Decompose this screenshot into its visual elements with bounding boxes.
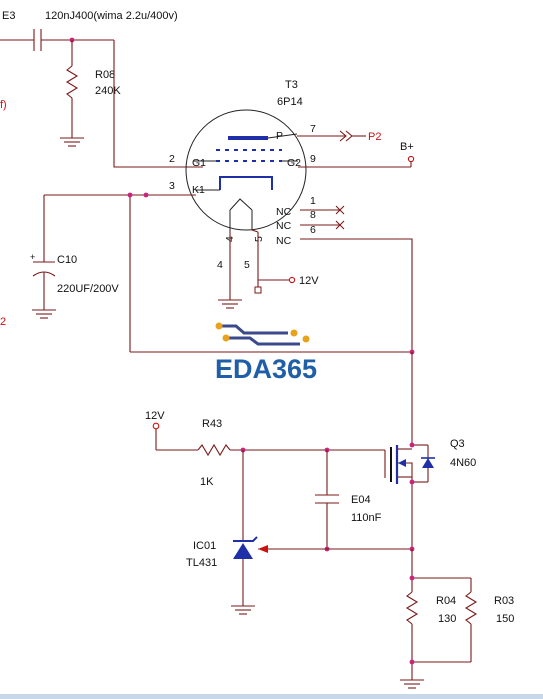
t3-value: 6P14 [277, 96, 303, 108]
junction-dot [409, 479, 415, 485]
r03-ref: R03 [494, 595, 514, 607]
pin-g2-label: G2 [287, 157, 301, 169]
svg-text:+: + [30, 252, 35, 262]
pin-g2-number: 9 [310, 153, 316, 165]
pin-nc6-label: NC [276, 235, 292, 247]
r04-value: 130 [438, 613, 456, 625]
pin-nc8-number: 8 [310, 209, 316, 221]
junction-dot [409, 575, 415, 581]
ic01-value: TL431 [186, 557, 217, 569]
e04-ref: E04 [351, 494, 371, 506]
c10-value: 220UF/200V [57, 283, 119, 295]
r04-r03-resistors [400, 549, 478, 689]
e3-ref: E3 [2, 10, 15, 22]
edge-fragment-number: 2 [0, 316, 6, 328]
pin-nc1-label: NC [276, 206, 292, 218]
p2-connector [297, 130, 366, 142]
e3-capacitor [0, 29, 114, 51]
pin-h5-number: 5 [244, 259, 250, 271]
c10-capacitor: + [30, 252, 56, 319]
t3-tube [185, 109, 307, 231]
q3-ref: Q3 [450, 438, 465, 450]
supply-12v [152, 422, 198, 451]
t3-ref: T3 [285, 79, 298, 91]
pin-h5-number-rotated: 5 [253, 236, 265, 242]
pin-g1-number: 2 [169, 153, 175, 165]
window-bottom-scrollbar[interactable] [0, 694, 543, 699]
e04-capacitor [315, 450, 339, 549]
junction-dot [127, 192, 133, 198]
r43-resistor [197, 443, 385, 457]
e3-value: 120nJ400(wima 2.2u/400v) [45, 10, 178, 22]
pin-k1-number: 3 [169, 180, 175, 192]
pin-k1-label: K1 [192, 184, 205, 196]
eda365-watermark: EDA365 [215, 354, 317, 384]
bplus-net-label: B+ [400, 141, 414, 153]
bplus-connector [298, 155, 415, 168]
eda365-logo-graphic [215, 322, 310, 346]
pin-p-label: P [276, 130, 283, 142]
junction-dot [409, 659, 415, 665]
edge-fragment-label: f) [0, 99, 7, 111]
c10-ref: C10 [57, 254, 77, 266]
grid-wire [113, 40, 203, 168]
r43-ref: R43 [202, 418, 222, 430]
r08-resistor [60, 40, 84, 147]
p2-net-label: P2 [368, 131, 381, 143]
cathode-wiring [43, 194, 412, 353]
q3-mosfet [384, 444, 435, 549]
pin-nc1-number: 1 [310, 195, 316, 207]
pin-p-number: 7 [310, 123, 316, 135]
junction-dot [409, 442, 415, 448]
r43-value: 1K [200, 476, 214, 488]
heater-wiring [218, 229, 296, 309]
r08-ref: R08 [95, 69, 115, 81]
q3-value: 4N60 [450, 457, 476, 469]
e04-value: 110nF [351, 512, 382, 524]
pin-g1-label: G1 [192, 157, 206, 169]
r08-value: 240K [95, 85, 121, 97]
pin-nc8-label: NC [276, 220, 292, 232]
pin-h4-number: 4 [217, 259, 223, 271]
ic01-ref: IC01 [193, 540, 216, 552]
r03-value: 150 [496, 613, 514, 625]
heater-12v-label: 12V [299, 275, 319, 287]
nc-terminations [300, 205, 413, 352]
r04-ref: R04 [436, 595, 456, 607]
ic01-shunt-regulator [231, 450, 412, 615]
supply-12v-label: 12V [145, 410, 165, 422]
pin-nc6-number: 6 [310, 224, 316, 236]
junction-dot [143, 192, 149, 198]
